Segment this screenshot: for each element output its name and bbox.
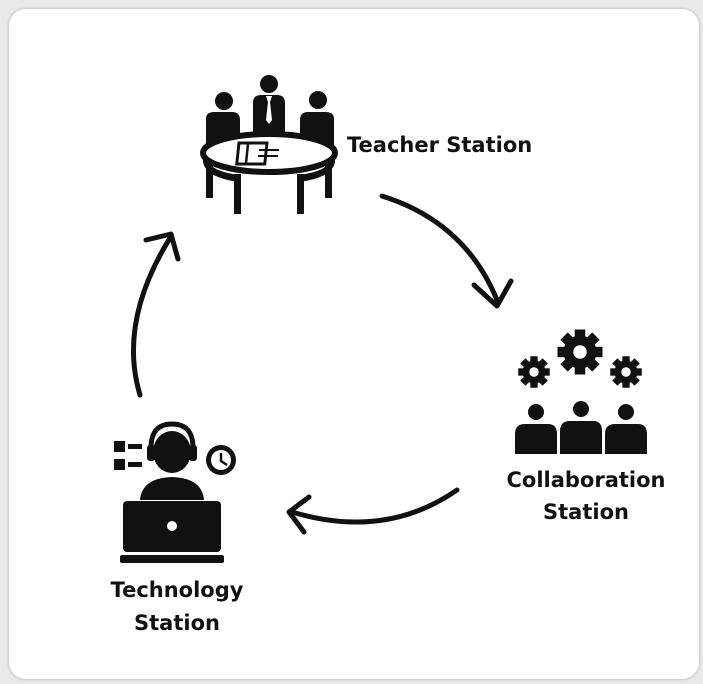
collaboration-station-label-line2: Station	[543, 500, 629, 524]
technology-station-label-line2: Station	[134, 611, 220, 635]
gears-team-icon	[515, 329, 647, 454]
laptop-user-icon	[114, 421, 236, 563]
technology-station-label-line1: Technology	[111, 578, 244, 602]
arrow-teacher-to-collaboration	[379, 193, 514, 309]
collaboration-station-label-line1: Collaboration	[506, 468, 665, 492]
arrow-collaboration-to-technology	[286, 487, 460, 535]
meeting-table-icon	[200, 75, 338, 214]
teacher-station-label: Teacher Station	[347, 133, 532, 157]
arrow-technology-to-teacher	[130, 231, 181, 398]
